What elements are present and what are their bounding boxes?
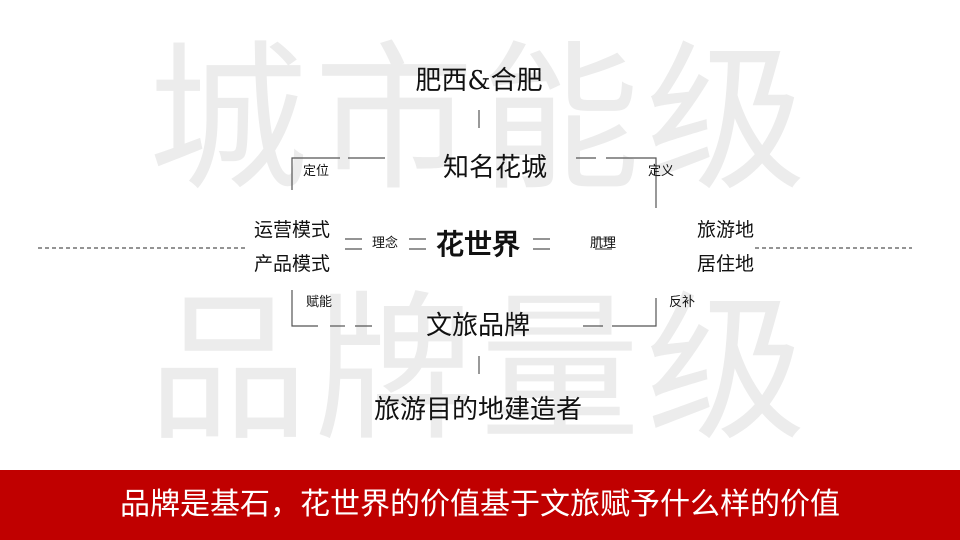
label-mid-left: 理念 (372, 236, 399, 251)
label-bottom-right: 反补 (669, 295, 696, 310)
node-upper: 知名花城 (442, 153, 547, 183)
right-label-1: 旅游地 (697, 219, 755, 241)
bracket-top-right (606, 157, 657, 208)
node-center: 花世界 (435, 228, 520, 261)
node-lower: 文旅品牌 (425, 311, 530, 341)
watermark-line-2: 品牌量级 (147, 276, 812, 463)
node-top: 肥西&合肥 (415, 66, 543, 96)
node-bottom: 旅游目的地建造者 (373, 395, 582, 425)
bracket-bottom-left (291, 290, 318, 327)
label-top-right: 定义 (648, 164, 675, 179)
bracket-top-left (291, 157, 340, 190)
watermark-line-1: 城市能级 (147, 26, 812, 213)
right-label-2: 居住地 (697, 253, 755, 275)
label-top-left: 定位 (303, 164, 330, 179)
bracket-bottom-right (612, 298, 657, 327)
left-label-2: 产品模式 (254, 253, 331, 275)
left-label-1: 运营模式 (254, 219, 331, 241)
bottom-banner: 品牌是基石，花世界的价值基于文旅赋予什么样的价值 (0, 470, 960, 540)
label-bottom-left: 赋能 (306, 295, 333, 310)
label-mid-right: 肌理 (590, 236, 617, 251)
